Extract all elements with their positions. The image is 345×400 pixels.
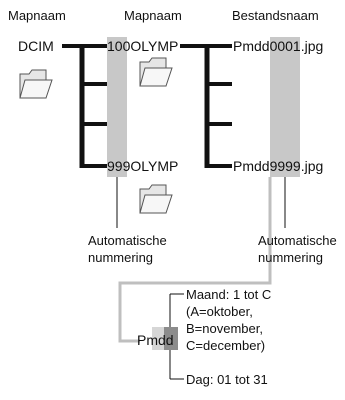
prefix-label: Pmdd xyxy=(137,332,174,348)
first-subfolder-label: 100OLYMP xyxy=(107,38,178,54)
file-numbering-label-line1: Automatische xyxy=(258,233,337,248)
month-note-line3: B=november, xyxy=(186,321,263,336)
last-subfolder-label: 999OLYMP xyxy=(107,158,178,174)
folder-numbering-label-line2: nummering xyxy=(88,250,153,265)
file-numbering-label-line2: nummering xyxy=(258,250,323,265)
month-note-line1: Maand: 1 tot C xyxy=(186,287,271,302)
root-folder-label: DCIM xyxy=(18,38,54,54)
prefix-day-shade xyxy=(164,327,178,350)
header-folder-name-1: Mapnaam xyxy=(8,8,66,23)
month-note-line4: C=december) xyxy=(186,338,265,353)
last-file-label: Pmdd9999.jpg xyxy=(233,158,323,174)
folder-numbering-label-line1: Automatische xyxy=(88,233,167,248)
date-connector-line xyxy=(118,177,272,343)
file-number-shade xyxy=(270,37,300,177)
first-file-label: Pmdd0001.jpg xyxy=(233,38,323,54)
month-note-line2: (A=oktober, xyxy=(186,304,253,319)
folder-icon xyxy=(139,57,173,87)
header-file-name: Bestandsnaam xyxy=(232,8,319,23)
prefix-month-shade xyxy=(152,327,164,350)
folder-number-shade xyxy=(107,37,127,177)
day-note: Dag: 01 tot 31 xyxy=(186,372,268,387)
header-folder-name-2: Mapnaam xyxy=(124,8,182,23)
folder-icon xyxy=(19,69,53,99)
folder-icon xyxy=(139,184,173,214)
